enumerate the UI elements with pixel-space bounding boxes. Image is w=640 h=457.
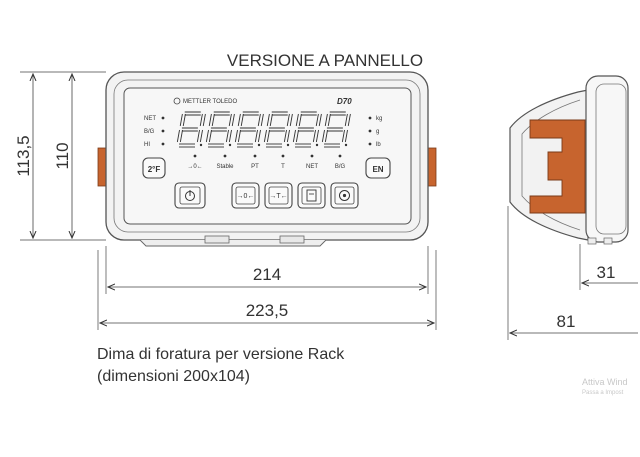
watermark-line-2: Passa a Impost xyxy=(582,390,624,396)
note-line-1: Dima di foratura per versione Rack xyxy=(97,346,345,363)
dim-height-inner: 110 xyxy=(53,142,72,169)
svg-text:kg: kg xyxy=(376,116,382,122)
display-digit xyxy=(205,111,235,148)
dim-width-inner: 214 xyxy=(253,265,281,284)
svg-text:lb: lb xyxy=(376,142,381,148)
svg-text:2°F: 2°F xyxy=(148,165,161,174)
svg-text:B/G: B/G xyxy=(335,164,346,170)
key-2f[interactable]: 2°F xyxy=(142,157,166,179)
dim-width-outer: 223,5 xyxy=(246,301,289,320)
drawing-title: VERSIONE A PANNELLO xyxy=(227,51,423,70)
print-icon xyxy=(306,189,317,202)
unit-leds: kg g lb xyxy=(368,116,382,148)
dim-height-outer: 113,5 xyxy=(14,135,33,176)
svg-text:Stable: Stable xyxy=(216,164,234,170)
zero-key[interactable]: →0← xyxy=(231,182,260,209)
status-leds: →0← Stable PT T NET B/G xyxy=(187,154,346,170)
svg-text:NET: NET xyxy=(144,116,156,122)
mode-icon xyxy=(339,190,350,201)
brand-label: METTLER TOLEDO xyxy=(183,99,237,105)
tare-key[interactable]: →T← xyxy=(264,182,293,209)
left-leds: NET B/G HI xyxy=(144,116,165,148)
power-key[interactable] xyxy=(174,182,206,209)
note-line-2: (dimensioni 200x104) xyxy=(97,368,250,385)
front-dimensions: 113,5 110 214 223,5 xyxy=(14,71,437,330)
side-dimensions: 31 81 xyxy=(507,206,638,340)
svg-text:EN: EN xyxy=(372,165,383,174)
svg-text:T: T xyxy=(281,164,285,170)
svg-text:→0←: →0← xyxy=(187,164,202,170)
svg-text:g: g xyxy=(376,129,379,135)
brand-logo-icon xyxy=(173,97,181,105)
mode-key[interactable] xyxy=(330,182,359,209)
svg-text:HI: HI xyxy=(144,142,150,148)
display-digit xyxy=(176,111,206,148)
display-digit xyxy=(234,111,264,148)
key-en[interactable]: EN xyxy=(365,157,391,179)
zero-icon: →0← xyxy=(237,193,255,200)
display-digit xyxy=(321,111,351,148)
side-bracket xyxy=(529,119,586,214)
print-key[interactable] xyxy=(297,182,326,209)
tare-icon: →T← xyxy=(269,193,287,200)
watermark-line-1: Attiva Wind xyxy=(582,377,628,387)
svg-text:NET: NET xyxy=(306,164,318,170)
dim-depth-total: 81 xyxy=(557,312,576,331)
svg-text:PT: PT xyxy=(251,164,259,170)
side-view xyxy=(509,75,629,245)
front-view: METTLER TOLEDO D70 NET B/G HI kg g lb →0… xyxy=(97,71,437,247)
dim-depth-front: 31 xyxy=(597,263,616,282)
display-digit xyxy=(292,111,322,148)
digit-display xyxy=(176,111,351,148)
model-label: D70 xyxy=(337,97,352,106)
display-digit xyxy=(263,111,293,148)
side-bezel xyxy=(585,75,629,243)
svg-text:B/G: B/G xyxy=(144,129,155,135)
